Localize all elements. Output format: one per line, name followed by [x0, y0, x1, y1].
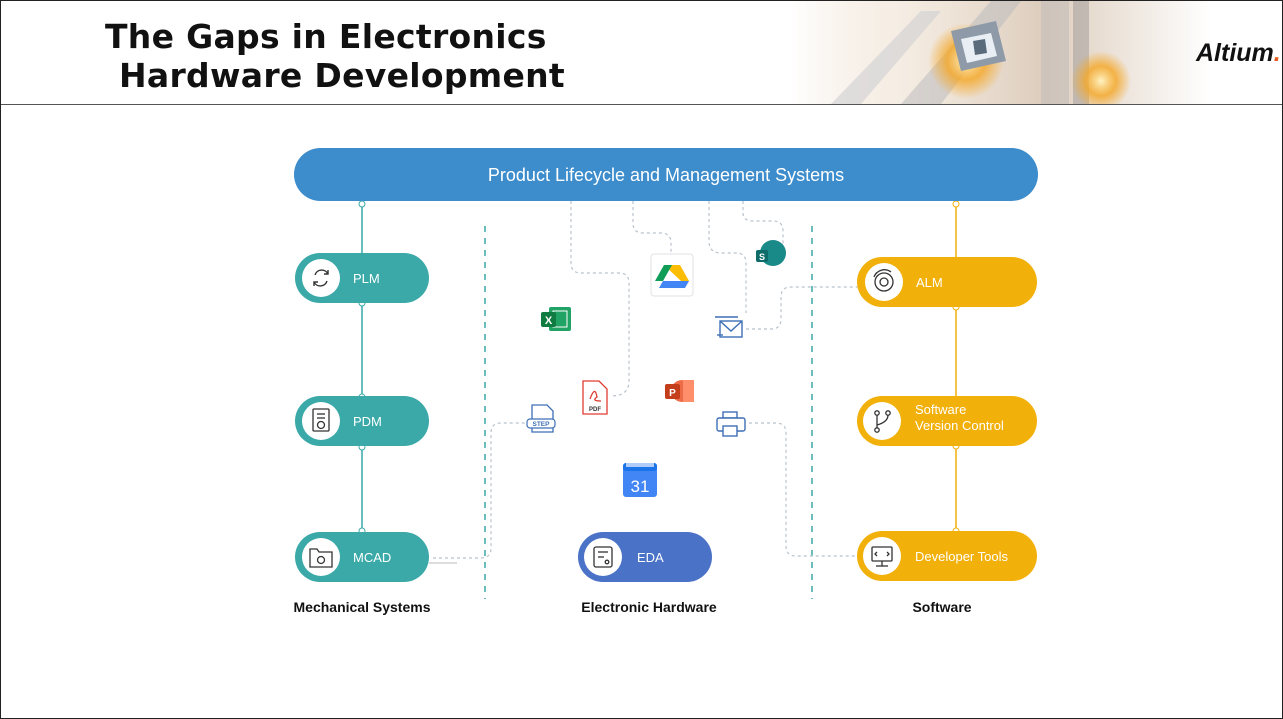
step-file-icon: STEP: [526, 404, 556, 433]
electronic-node-eda: EDA: [578, 532, 712, 582]
pdf-icon-text: PDF: [589, 407, 601, 413]
software-node-version-control: Software Version Control: [857, 396, 1037, 446]
title-line-1: The Gaps in Electronics: [105, 17, 547, 56]
node-label-pdm: PDM: [353, 414, 382, 429]
sharepoint-icon-letter: S: [759, 252, 765, 262]
top-bar-label: Product Lifecycle and Management Systems: [488, 165, 844, 185]
step-icon-text: STEP: [533, 421, 551, 428]
pdf-icon: PDF: [582, 380, 608, 415]
branch-icon: [874, 410, 891, 433]
slide-header: The Gaps in Electronics Hardware Develop…: [1, 1, 1282, 105]
excel-icon-letter: X: [545, 315, 553, 327]
logo-dot: .: [1273, 39, 1281, 67]
excel-icon: X: [541, 307, 571, 331]
powerpoint-icon: P: [665, 380, 694, 402]
file-link-lines: [433, 201, 861, 559]
calendar-icon: 31: [623, 463, 657, 497]
logo-text: Altium: [1196, 39, 1274, 67]
folder-gear-icon: [309, 548, 333, 568]
column-label-mechanical: Mechanical Systems: [294, 599, 431, 615]
title-line-2: Hardware Development: [119, 56, 565, 95]
node-label-eda: EDA: [637, 550, 664, 565]
node-label-mcad: MCAD: [353, 550, 391, 565]
altium-logo: Altium.: [1196, 39, 1281, 68]
sync-icon: [313, 269, 329, 287]
column-label-software: Software: [912, 599, 971, 615]
circuit-board-icon: [593, 546, 613, 568]
node-label-plm: PLM: [353, 271, 380, 286]
sharepoint-icon: S: [756, 240, 786, 266]
mechanical-node-mcad: MCAD: [295, 532, 429, 582]
gear-cycle-icon: [873, 269, 894, 292]
code-monitor-icon: [871, 546, 893, 567]
mechanical-node-plm: PLM: [295, 253, 429, 303]
document-gear-icon: [312, 408, 330, 432]
node-label-alm: ALM: [916, 275, 943, 290]
powerpoint-icon-letter: P: [669, 388, 676, 399]
printer-icon: [716, 411, 746, 437]
node-label-version-control-line1: Software: [915, 402, 966, 417]
node-label-version-control-line2: Version Control: [915, 418, 1004, 433]
mechanical-node-pdm: PDM: [295, 396, 429, 446]
product-lifecycle-bar: Product Lifecycle and Management Systems: [294, 148, 1038, 201]
column-label-electronic: Electronic Hardware: [581, 599, 717, 615]
google-drive-icon: [650, 253, 694, 297]
node-label-developer-tools: Developer Tools: [915, 549, 1008, 564]
top-bar-background: [294, 148, 1038, 201]
slide-title: The Gaps in Electronics Hardware Develop…: [105, 17, 565, 95]
software-node-developer-tools: Developer Tools: [857, 531, 1037, 581]
calendar-icon-date: 31: [631, 477, 650, 496]
header-banner-image: [791, 1, 1211, 104]
software-node-alm: ALM: [857, 257, 1037, 307]
email-icon: [715, 316, 743, 338]
